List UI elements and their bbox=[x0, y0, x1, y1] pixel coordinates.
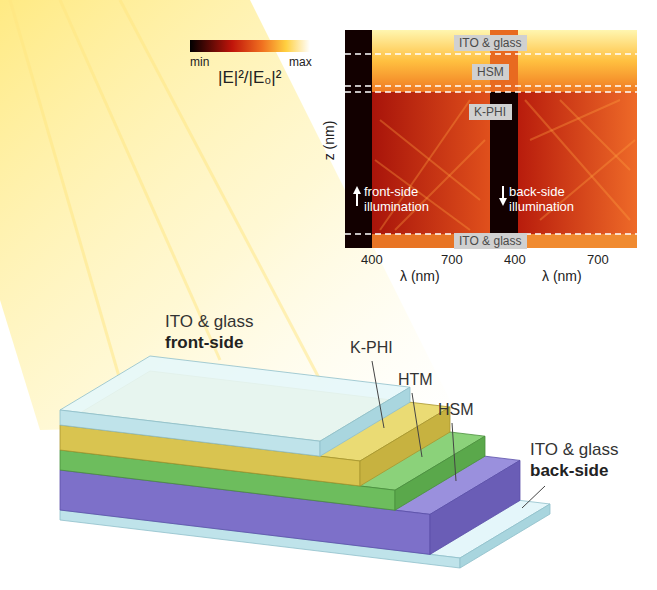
layer-tag: HSM bbox=[472, 64, 509, 80]
illumination-note: back-side illumination bbox=[509, 184, 589, 214]
tick-label: 400 bbox=[361, 252, 383, 267]
axis-title: z (nm) bbox=[321, 121, 338, 161]
part-name: front-side bbox=[165, 333, 243, 353]
scale-quantity: |E|²/|E₀|² bbox=[218, 68, 281, 88]
layer-tag: ITO & glass bbox=[454, 233, 527, 249]
layer-tag-text: K-PHI bbox=[474, 105, 507, 119]
front-glass-layer bbox=[60, 356, 410, 456]
tick-label: 700 bbox=[587, 252, 609, 267]
color-bar bbox=[190, 40, 310, 52]
part-name: ITO & glass bbox=[165, 312, 254, 332]
leader-lines bbox=[372, 361, 545, 508]
layer-tag: ITO & glass bbox=[454, 35, 527, 51]
illumination-note: front-side illumination bbox=[364, 184, 444, 214]
part-name: ITO & glass bbox=[530, 440, 619, 460]
field-map bbox=[345, 30, 637, 248]
layer-tag-text: ITO & glass bbox=[459, 36, 522, 50]
part-name: HSM bbox=[438, 400, 474, 419]
scale-min: min bbox=[190, 55, 209, 69]
tick-label: 700 bbox=[441, 252, 463, 267]
layer-tag-text: ITO & glass bbox=[459, 234, 522, 248]
layer-tag: K-PHI bbox=[469, 104, 512, 120]
part-name: HTM bbox=[398, 370, 433, 389]
axis-title: λ (nm) bbox=[542, 268, 582, 285]
scale-max: max bbox=[289, 55, 312, 69]
part-name: back-side bbox=[530, 461, 608, 481]
axis-title: λ (nm) bbox=[400, 268, 440, 285]
layer-tag-text: HSM bbox=[477, 65, 504, 79]
light-rays bbox=[10, 0, 320, 380]
part-name: K-PHI bbox=[350, 338, 393, 357]
tick-label: 400 bbox=[504, 252, 526, 267]
